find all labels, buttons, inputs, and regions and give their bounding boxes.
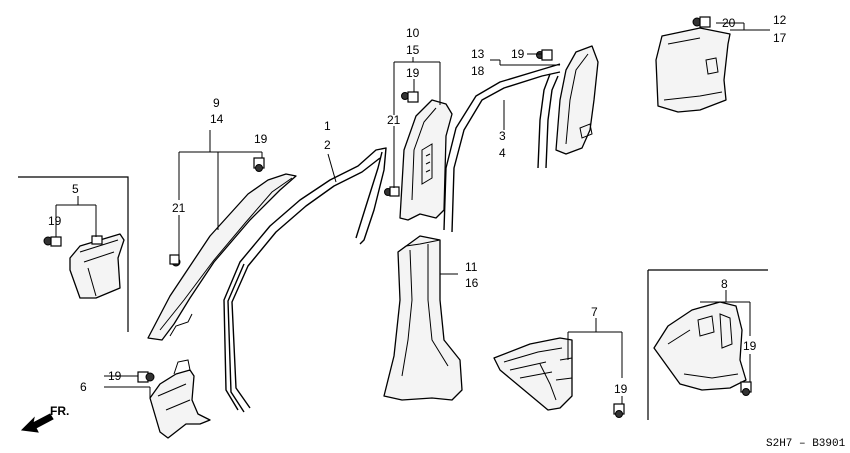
callout-9: 9 <box>213 96 220 110</box>
callout-20: 20 <box>722 16 736 30</box>
callout-4: 4 <box>499 146 506 160</box>
part-9-14-a-pillar-trim <box>147 173 297 341</box>
front-direction-indicator: FR. <box>20 404 69 433</box>
clip-19-part8 <box>740 381 752 396</box>
diagram-code: S2H7 – B3901 <box>766 438 846 450</box>
part-12-17-rear-trim <box>655 27 731 113</box>
front-label: FR. <box>50 404 69 418</box>
part-7-sill-trim <box>493 337 573 411</box>
part-8-rear-side-trim <box>653 301 747 391</box>
callout-19-part6: 19 <box>108 369 122 383</box>
callout-18: 18 <box>471 64 485 78</box>
callout-16: 16 <box>465 276 479 290</box>
section-frames <box>18 176 768 420</box>
callout-1: 1 <box>324 119 331 133</box>
callout-19-part10: 19 <box>406 66 420 80</box>
callout-21-part9: 21 <box>172 201 186 215</box>
part-6-trim <box>149 359 211 439</box>
callout-2: 2 <box>324 138 331 152</box>
part-3-4-rear-weatherstrip <box>443 63 561 233</box>
callout-7: 7 <box>591 305 598 319</box>
clip-19-part10 <box>401 91 419 103</box>
clip-19-upper-a <box>253 157 265 172</box>
clip-21-lower-a <box>169 254 181 267</box>
callout-17: 17 <box>773 31 787 45</box>
clip-20 <box>692 16 711 28</box>
callout-labels: 1 2 3 4 5 6 7 8 9 10 11 12 13 14 15 16 1… <box>48 13 787 396</box>
clip-19-part5 <box>43 236 62 247</box>
clip-19-part13 <box>536 49 553 61</box>
leader-lines <box>55 22 770 404</box>
callout-19-part9: 19 <box>254 132 268 146</box>
part-5-trim <box>69 233 125 299</box>
front-arrow-icon <box>20 413 54 433</box>
callout-19-part8: 19 <box>743 339 757 353</box>
callout-10: 10 <box>406 26 420 40</box>
callout-15: 15 <box>406 43 420 57</box>
left-inset-frame <box>18 176 129 332</box>
callout-11: 11 <box>465 260 478 274</box>
clip-19-part6 <box>137 371 155 383</box>
callout-3: 3 <box>499 129 506 143</box>
callout-14: 14 <box>210 112 224 126</box>
callout-19-part5: 19 <box>48 214 62 228</box>
callout-21-part10: 21 <box>387 113 401 127</box>
part-10-15-b-pillar-upper <box>399 99 453 221</box>
callout-12: 12 <box>773 13 787 27</box>
callout-13: 13 <box>471 47 485 61</box>
callout-8: 8 <box>721 277 728 291</box>
part-11-16-b-pillar-lower <box>383 235 463 401</box>
callout-19-part7: 19 <box>614 382 628 396</box>
part-c-pillar-trim <box>555 45 599 155</box>
callout-19-part13: 19 <box>511 47 525 61</box>
callout-5: 5 <box>72 182 79 196</box>
clip-21-part10 <box>384 186 400 197</box>
callout-6: 6 <box>80 380 87 394</box>
clip-19-part7 <box>613 403 625 418</box>
part-1-2-weatherstrip <box>223 147 387 413</box>
